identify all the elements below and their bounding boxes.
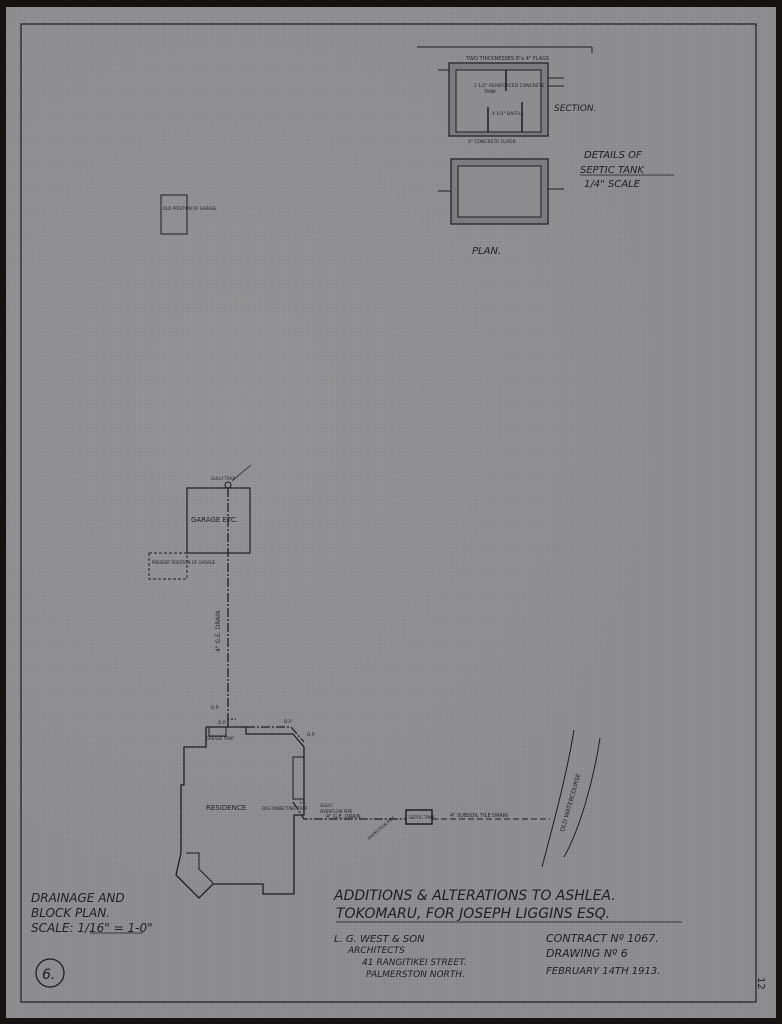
title-line2: TOKOMARU, FOR JOSEPH LIGGINS ESQ. (336, 906, 610, 922)
sheet-border (20, 23, 757, 1003)
ic-label: I.C. (300, 800, 307, 805)
vertical-drain: 4" G.E. DRAIN (215, 488, 229, 727)
site-septic-label: SEPTIC TANK (409, 815, 435, 820)
grease-trap-label: GREASE TRAP (206, 736, 234, 741)
septic-tank-plan: PLAN. (438, 158, 564, 257)
architect-name: L. G. WEST & SON (334, 934, 425, 945)
residence-drains: D.P. D.P. D.P. D.P. DISCONNECTING TRAP G… (211, 705, 406, 841)
tank-heading-scale: 1/4" SCALE (584, 179, 641, 190)
tank-section-label: SECTION. (554, 104, 597, 114)
dp-label-4: D.P. (307, 732, 315, 738)
old-position-label: OLD POSITION OF GARAGE (163, 206, 217, 211)
drawing-canvas: TWO THICKNESSES 8"x 4" FLAGS 2 1/2" REIN… (20, 23, 766, 1003)
garage: GARAGE ETC. GULLY TRAP PRESENT POSITION … (148, 464, 252, 580)
drawing-number: DRAWING Nº 6 (546, 947, 628, 960)
septic-tank-section: TWO THICKNESSES 8"x 4" FLAGS 2 1/2" REIN… (417, 46, 597, 145)
tank-baffle-note: 2 1/2" REINFORCED CONCRETE (474, 83, 545, 89)
dp-label-1: D.P. (211, 705, 219, 711)
old-garage-position: OLD POSITION OF GARAGE (160, 194, 217, 235)
horizontal-drain-label: 4" G.E. DRAIN (326, 814, 361, 820)
sheet-number-badge: 6. (35, 958, 65, 988)
tank-baffle-note-2: TANK (483, 89, 497, 95)
subsoil-drain-label: 4" SUBSOIL TILE DRAIN (450, 813, 508, 819)
title-block: ADDITIONS & ALTERATIONS TO ASHLEA. TOKOM… (333, 888, 682, 980)
dp-label-2: D.P. (218, 720, 226, 726)
garage-gully-label: GULLY TRAP (211, 476, 235, 481)
disconnecting-trap-label: DISCONNECTING TRAP (262, 806, 308, 811)
sheet-number: 6. (42, 967, 55, 983)
overflow-label: OVERFLOW PIPE (320, 809, 353, 814)
residence: RESIDENCE GREASE TRAP (175, 726, 305, 899)
plan-label-scale: SCALE: 1/16" = 1-0" (31, 921, 153, 935)
contract-number: CONTRACT Nº 1067. (546, 932, 659, 945)
blueprint-sheet: TWO THICKNESSES 8"x 4" FLAGS 2 1/2" REIN… (6, 7, 776, 1018)
garage-label: GARAGE ETC. (191, 516, 238, 524)
tank-heading-line1: DETAILS OF (584, 150, 642, 161)
old-watercourse: OLD WATERCOURSE (541, 729, 601, 868)
margin-annotation: 12 (755, 977, 766, 990)
drawing-date: FEBRUARY 14TH 1913. (546, 966, 660, 977)
site-septic-tank: SEPTIC TANK 4" SUBSOIL TILE DRAIN (405, 809, 550, 825)
tank-heading-line2: SEPTIC TANK (580, 165, 645, 176)
present-position-label: PRESENT POSITION OF GARAGE (152, 560, 216, 565)
title-line1: ADDITIONS & ALTERATIONS TO ASHLEA. (333, 888, 616, 904)
plan-title-block: DRAINAGE AND BLOCK PLAN. SCALE: 1/16" = … (31, 891, 153, 935)
vertical-drain-label: 4" G.E. DRAIN (215, 610, 222, 652)
architect-city: PALMERSTON NORTH. (366, 970, 465, 980)
septic-tank-heading: DETAILS OF SEPTIC TANK 1/4" SCALE (580, 150, 674, 190)
gully-note: GULLY (320, 803, 333, 808)
residence-label: RESIDENCE (206, 804, 246, 812)
architect-role: ARCHITECTS (347, 946, 405, 956)
dp-label-3: D.P. (284, 719, 292, 725)
tank-top-note: TWO THICKNESSES 8"x 4" FLAGS (465, 56, 549, 62)
architect-address: 41 RANGITIKEI STREET. (362, 958, 466, 968)
margin-number: 12 (755, 977, 766, 990)
plan-label-line2: BLOCK PLAN. (31, 906, 110, 920)
tank-plan-label: PLAN. (472, 246, 501, 257)
tank-inner-note: 4 1/2" BAFFLE (492, 111, 524, 117)
plan-label-line1: DRAINAGE AND (31, 891, 125, 905)
tank-floor-note: 4" CONCRETE FLOOR (468, 139, 516, 145)
